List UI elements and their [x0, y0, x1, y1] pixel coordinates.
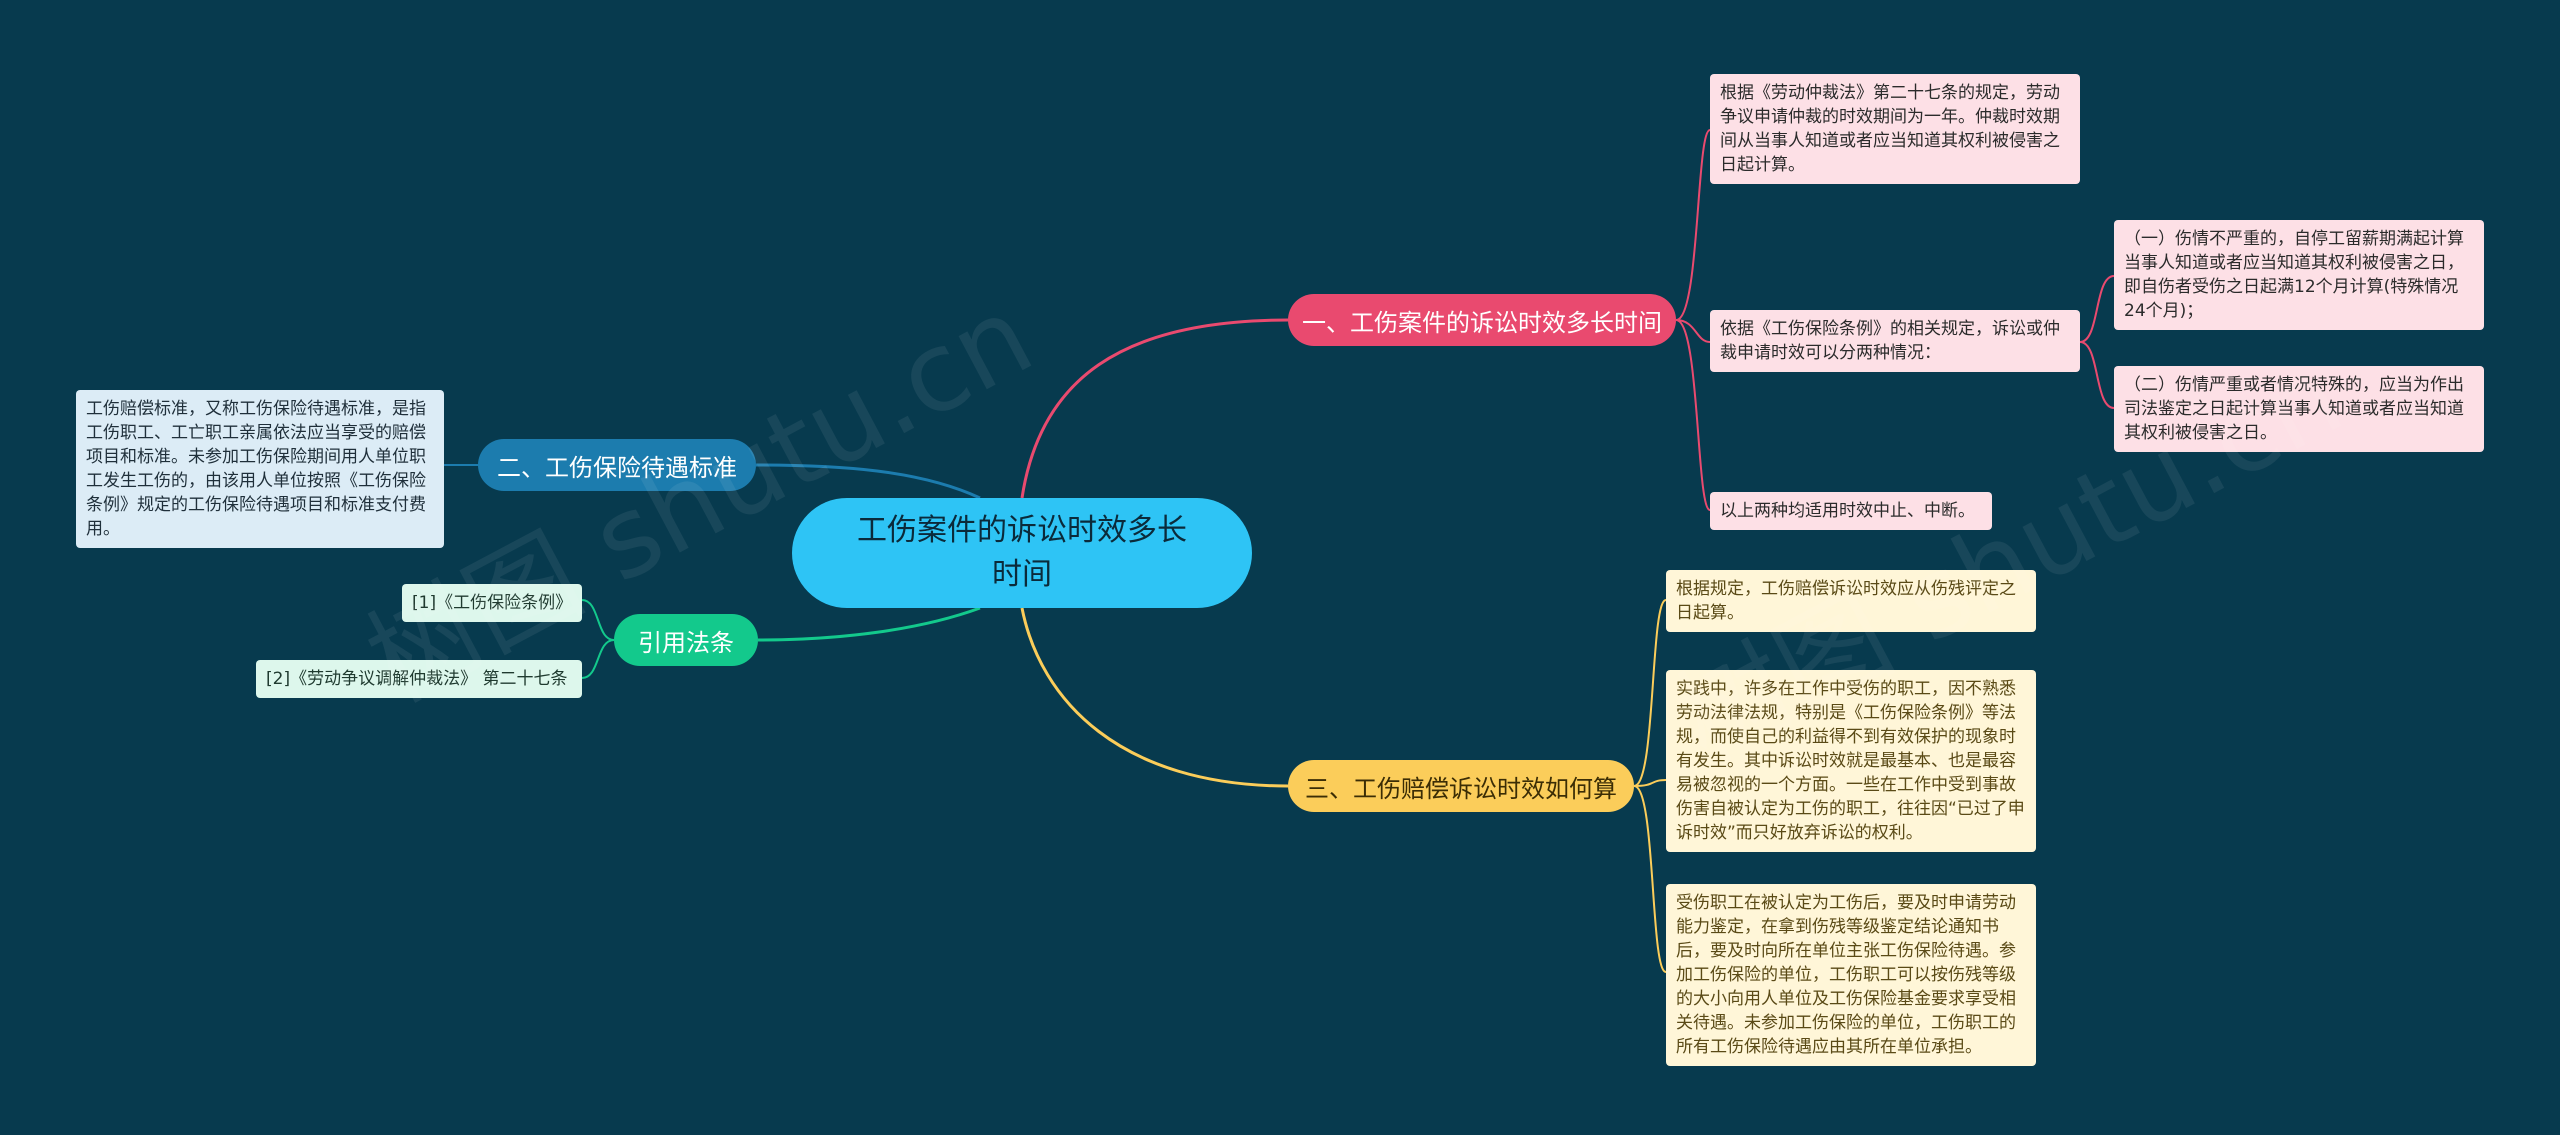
branch-statute-of-limitations[interactable]: 一、工伤案件的诉讼时效多长时间 [1288, 294, 1676, 346]
link-c2-g2 [2079, 341, 2115, 409]
link-root-b4 [1020, 607, 1289, 788]
leaf-b2-standard[interactable]: 工伤赔偿标准，又称工伤保险待遇标准，是指工伤职工、工亡职工亲属依法应当享受的赔偿… [76, 390, 444, 548]
link-b1-c2 [1675, 319, 1711, 343]
link-root-b2 [755, 463, 981, 500]
link-root-b1 [1020, 318, 1289, 499]
branch-insurance-standard[interactable]: 二、工伤保险待遇标准 [478, 439, 756, 491]
link-b4-c1 [1633, 599, 1667, 787]
leaf-b1-case-minor[interactable]: （一）伤情不严重的，自停工留薪期满起计算当事人知道或者应当知道其权利被侵害之日，… [2114, 220, 2484, 330]
link-b4-c2 [1633, 779, 1667, 787]
leaf-b3-law-2[interactable]: [2]《劳动争议调解仲裁法》 第二十七条 [256, 660, 582, 698]
link-b3-c1 [581, 599, 615, 641]
link-b1-c1 [1675, 129, 1711, 321]
link-root-b3 [757, 606, 981, 642]
branch-cited-laws[interactable]: 引用法条 [614, 614, 758, 666]
link-b3-c2 [581, 639, 615, 679]
branch-compensation-limitation[interactable]: 三、工伤赔偿诉讼时效如何算 [1288, 760, 1634, 812]
link-b1-c3 [1675, 319, 1711, 511]
leaf-b1-arbitration-law[interactable]: 根据《劳动仲裁法》第二十七条的规定，劳动争议申请仲裁的时效期间为一年。仲裁时效期… [1710, 74, 2080, 184]
link-b4-c3 [1633, 785, 1667, 973]
leaf-b1-two-cases[interactable]: 依据《工伤保险条例》的相关规定，诉讼或仲裁申请时效可以分两种情况： [1710, 310, 2080, 372]
link-c2-g1 [2079, 275, 2115, 343]
leaf-b4-practice[interactable]: 实践中，许多在工作中受伤的职工，因不熟悉劳动法律法规，特别是《工伤保险条例》等法… [1666, 670, 2036, 852]
leaf-b1-suspension[interactable]: 以上两种均适用时效中止、中断。 [1710, 492, 1992, 530]
leaf-b1-case-severe[interactable]: （二）伤情严重或者情况特殊的，应当为作出司法鉴定之日起计算当事人知道或者应当知道… [2114, 366, 2484, 452]
leaf-b4-start-date[interactable]: 根据规定，工伤赔偿诉讼时效应从伤残评定之日起算。 [1666, 570, 2036, 632]
leaf-b4-procedure[interactable]: 受伤职工在被认定为工伤后，要及时申请劳动能力鉴定，在拿到伤残等级鉴定结论通知书后… [1666, 884, 2036, 1066]
root-topic[interactable]: 工伤案件的诉讼时效多长时间 [792, 498, 1252, 608]
leaf-b3-law-1[interactable]: [1]《工伤保险条例》 [402, 584, 582, 622]
